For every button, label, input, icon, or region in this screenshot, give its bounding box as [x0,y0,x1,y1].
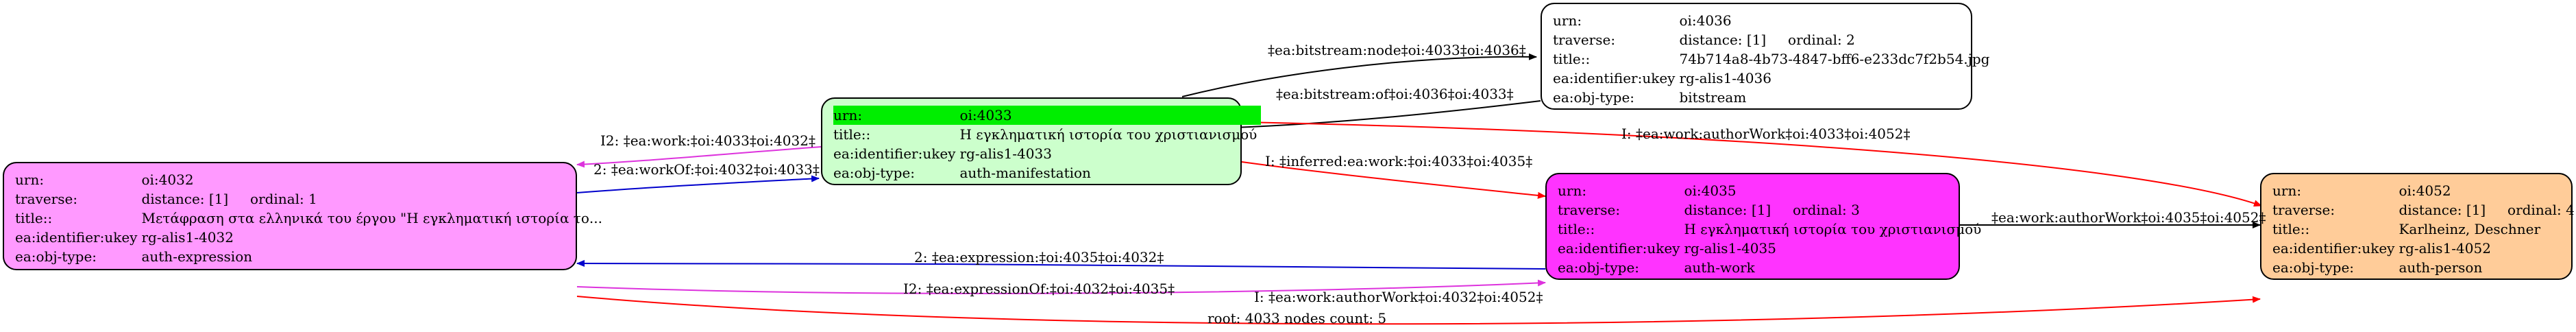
value: auth-person [2399,259,2483,276]
node-4032[interactable]: urn: oi:4032 traverse: distance: [1] ordin… [3,162,602,270]
node-4036[interactable]: urn: oi:4036 traverse: distance: [1] ordin… [1541,3,1989,110]
value: rg-alis1-4052 [2399,240,2491,257]
edge-inferred-work [1241,161,1546,199]
edge-label-work: I2: ‡ea:work:‡oi:4033‡oi:4032‡ [600,132,815,149]
value: distance: [1] ordinal: 3 [1684,202,1860,218]
edge-label-expression: 2: ‡ea:expression:‡oi:4035‡oi:4032‡ [914,249,1164,265]
edge-expression-of [576,279,1546,294]
edge-label-expression-of: I2: ‡ea:expressionOf:‡oi:4032‡oi:4035‡ [903,281,1175,297]
key: ea:identifier:ukey [833,145,956,162]
key: ea:obj-type: [1553,89,1635,106]
value: Μετάφραση στα ελληνικά του έργου "Η εγκλ… [141,210,602,226]
value: Η εγκληματική ιστορία του χριστιανισμού [959,126,1258,143]
edge-label-author-work-4035: ‡ea:work:authorWork‡oi:4035‡oi:4052‡ [1991,209,2266,226]
value: oi:4052 [2399,182,2451,199]
value: auth-expression [141,248,253,265]
key: urn: [15,171,45,188]
value: Η εγκληματική ιστορία του χριστιανισμού [1684,221,1982,237]
key: ea:identifier:ukey [2272,240,2395,257]
edge-author-work-4032 [576,296,2261,325]
key: urn: [1553,12,1582,29]
key: title:: [2272,221,2310,237]
key: ea:identifier:ukey [1553,70,1676,86]
node-4035[interactable]: urn: oi:4035 traverse: distance: [1] ordin… [1545,173,1981,280]
edge-label-inferred-work: I: ‡inferred:ea:work:‡oi:4033‡oi:4035‡ [1265,153,1533,169]
edge-label-author-work-4032: I: ‡ea:work:authorWork‡oi:4032‡oi:4052‡ [1254,289,1543,305]
key: traverse: [1558,202,1621,218]
value: Karlheinz, Deschner [2399,221,2541,237]
key: ea:identifier:ukey [15,229,138,246]
key: ea:obj-type: [833,165,916,181]
edge-bitstream-of [1233,100,1541,131]
key: urn: [833,106,960,125]
value: oi:4035 [1684,182,1737,199]
value: distance: [1] ordinal: 2 [1679,32,1855,48]
edge-bitstream-node [1181,53,1537,97]
edge-label-bitstream-of: ‡ea:bitstream:of‡oi:4036‡oi:4033‡ [1276,86,1514,102]
value: bitstream [1679,89,1747,106]
value: rg-alis1-4035 [1684,240,1776,257]
edge-label-author-work-4033: I: ‡ea:work:authorWork‡oi:4033‡oi:4052‡ [1621,126,1911,142]
key: urn: [2272,182,2302,199]
key: title:: [15,210,53,226]
value: rg-alis1-4033 [959,145,1052,162]
value: rg-alis1-4036 [1679,70,1771,86]
key: ea:obj-type: [1558,259,1640,276]
node-4052[interactable]: urn: oi:4052 traverse: distance: [1] ordin… [2260,173,2575,280]
edge-label-bitstream-node: ‡ea:bitstream:node‡oi:4033‡oi:4036‡ [1268,42,1526,58]
key: traverse: [2272,202,2335,218]
value: oi:4036 [1679,12,1732,29]
key: ea:identifier:ukey [1558,240,1680,257]
key: title:: [833,126,871,143]
value: distance: [1] ordinal: 1 [141,191,317,207]
edge-expression [576,259,1546,270]
value: auth-manifestation [959,165,1091,181]
value: auth-work [1684,259,1755,276]
key: ea:obj-type: [2272,259,2355,276]
value: rg-alis1-4032 [141,229,234,246]
value: oi:4032 [141,171,194,188]
edge-work [576,146,822,168]
edge-author-work-4033 [1241,121,2262,207]
key: title:: [1558,221,1595,237]
key: traverse: [15,191,78,207]
value: 74b714a8-4b73-4847-bff6-e233dc7f2b54.jpg [1679,51,1990,67]
edge-work-of [576,175,820,193]
key: traverse: [1553,32,1616,48]
key: title:: [1553,51,1591,67]
graph-caption: root: 4033 nodes count: 5 [1207,310,1387,327]
key: urn: [1558,182,1587,199]
node-4033[interactable]: urn:oi:4033 title::Η εγκληματική ιστορία… [821,97,1262,185]
value: oi:4033 [959,106,1262,125]
key: ea:obj-type: [15,248,97,265]
value: distance: [1] ordinal: 4 [2399,202,2575,218]
edge-label-work-of: 2: ‡ea:workOf:‡oi:4032‡oi:4033‡ [593,161,820,178]
